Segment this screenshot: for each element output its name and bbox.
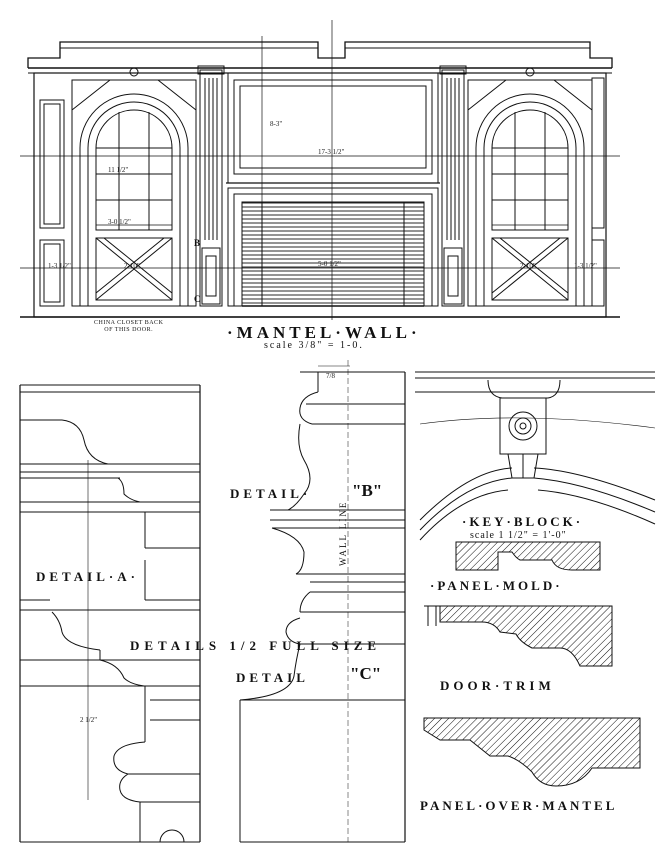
detail-b-c-profile: [239, 360, 406, 843]
left-arched-door: [71, 67, 197, 307]
left-pilaster: [197, 65, 225, 307]
dim-height: 8-3": [270, 120, 283, 128]
mantel-wall-elevation: [20, 20, 620, 320]
dim-door-height: 3-0 1/2": [108, 218, 131, 226]
detail-b-label: DETAIL·: [230, 486, 312, 501]
dim-door-width-right: 2-10": [520, 262, 536, 270]
detail-a-label: DETAIL·A·: [36, 569, 139, 584]
dim-detail-b: 7/8: [326, 372, 335, 380]
key-rosette-right: [525, 67, 535, 77]
dim-pilaster-left: 1-3 1/2": [48, 262, 71, 270]
key-block-label: ·KEY·BLOCK·: [462, 514, 584, 529]
side-panel-lower-right: [591, 239, 605, 307]
key-rosette-left: [129, 67, 139, 77]
panel-over-mantel-profile: [423, 717, 641, 787]
wall-line-label: WALL LINE: [338, 500, 348, 566]
dim-detail-a: 2 1/2": [80, 716, 98, 724]
right-arched-door: [467, 67, 593, 307]
overmantel-panel: [226, 72, 440, 184]
detail-b-letter: "B": [352, 481, 383, 500]
panel-mold-label: ·PANEL·MOLD·: [430, 578, 563, 593]
side-panel-upper-right: [591, 77, 605, 229]
panel-over-mantel-label: PANEL·OVER·MANTEL: [420, 798, 618, 813]
detail-a-profile: [19, 384, 201, 843]
right-pilaster: [439, 65, 467, 307]
panel-mold-profile: [455, 541, 601, 571]
dim-panel: 11 1/2": [108, 166, 129, 174]
details-full-size-label: DETAILS 1/2 FULL SIZE: [130, 638, 382, 653]
side-panel-upper-left: [39, 99, 65, 229]
dim-door-width-left: 2-10": [124, 262, 140, 270]
dim-overmantel-width: 17-3 1/2": [318, 148, 345, 156]
cornice-left: [27, 41, 613, 68]
mantel-wall-scale: scale 3/8" = 1-0.: [264, 340, 364, 351]
dim-pilaster-right: 1-3 1/2": [574, 262, 597, 270]
section-marker-c: C: [194, 294, 201, 304]
china-closet-note-line2: OF THIS DOOR.: [104, 327, 154, 333]
side-panel-lower-left-inner: [43, 243, 61, 303]
door-trim-profile: [424, 605, 613, 667]
fireplace: [227, 187, 439, 307]
detail-c-label: DETAIL: [236, 670, 309, 685]
side-panel-lower-left: [39, 239, 65, 307]
dim-fireplace-width: 5-0 1/2": [318, 260, 341, 268]
detail-c-letter: "C": [350, 664, 382, 683]
section-marker-b: B: [194, 238, 201, 248]
key-block-detail: [415, 371, 656, 541]
side-panel-upper-left-inner: [43, 103, 61, 225]
door-trim-label: DOOR·TRIM: [440, 678, 555, 693]
china-closet-note-line1: CHINA CLOSET BACK: [94, 320, 164, 326]
dimension-lines: [20, 20, 620, 320]
key-block-scale: scale 1 1/2" = 1'-0": [470, 530, 567, 541]
china-closet-note: CHINA CLOSET BACK OF THIS DOOR.: [94, 320, 163, 334]
mantel-wall-title: ·MANTEL·WALL·: [227, 323, 421, 342]
